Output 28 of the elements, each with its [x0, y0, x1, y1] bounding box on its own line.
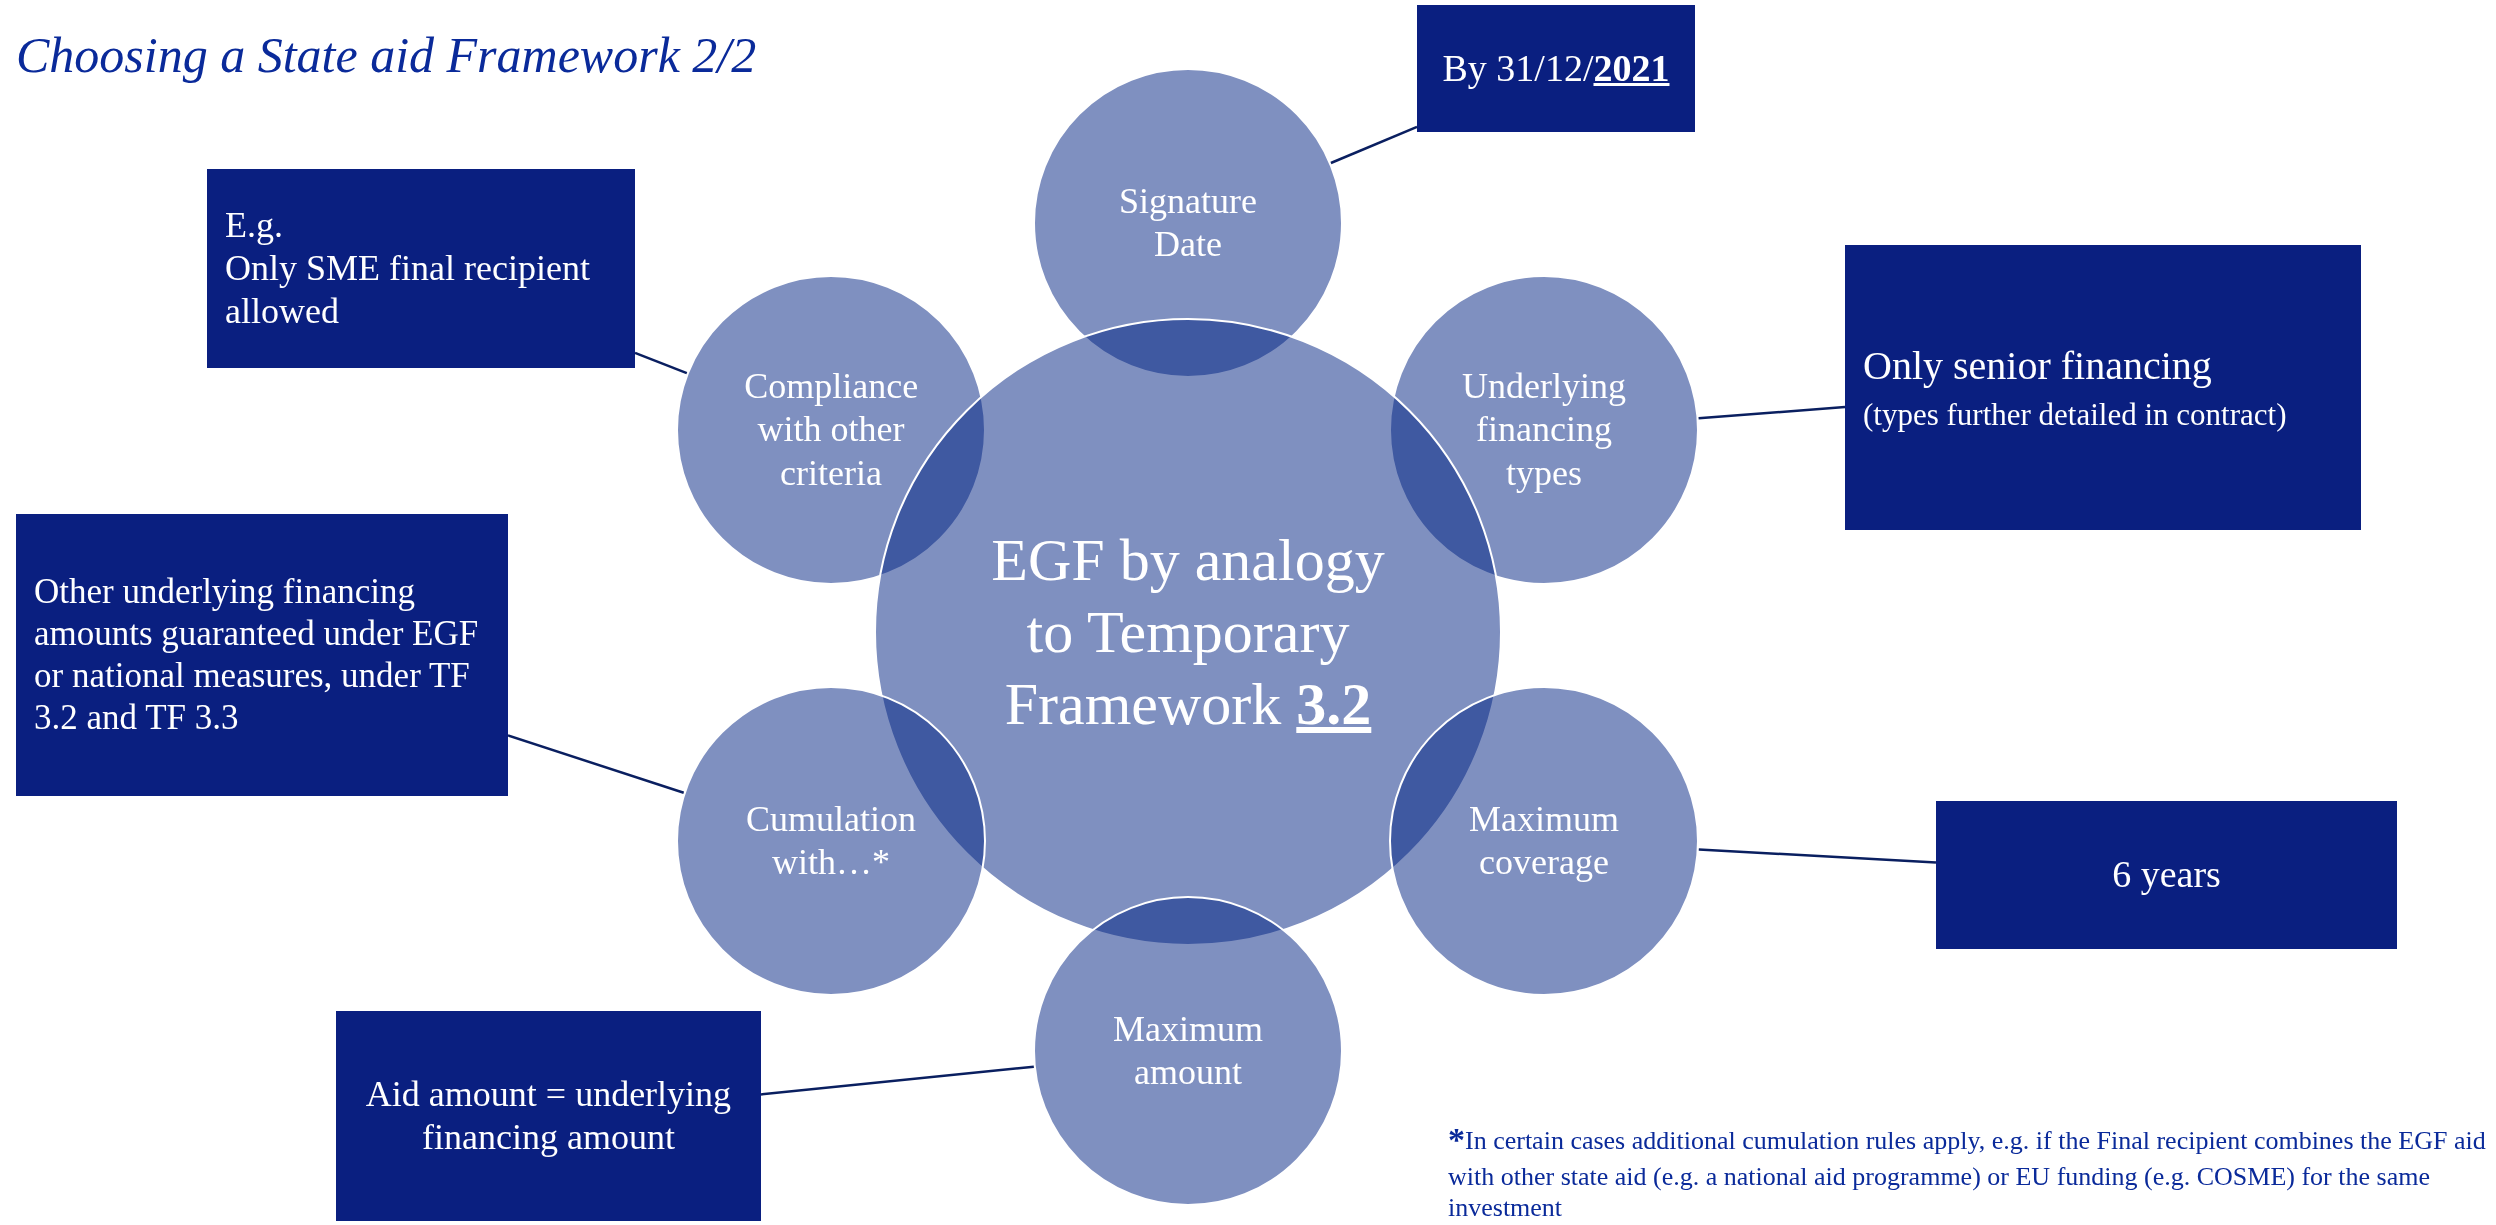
callout-box — [16, 514, 508, 796]
callout-text: 6 years — [2111, 852, 2222, 898]
callout-text: E.g. — [225, 203, 284, 247]
callout-text: Other underlying financing amounts guaranteed under EGF or national measures, under TF 3.2 and TF 3.3 — [34, 571, 480, 739]
circle-label: Compliance with other criteria — [744, 365, 918, 495]
leader-line — [760, 1065, 1034, 1096]
callout-box — [207, 169, 635, 368]
callout-box — [336, 1011, 761, 1221]
callout-box — [1417, 5, 1695, 132]
callout-text: By 31/12/2021 — [1441, 45, 1671, 91]
circle-label: EGF by analogy to Temporary Framework 3.2 — [990, 526, 1386, 739]
leader-line — [1330, 125, 1418, 165]
callout-text: Only SME final recipient allowed — [225, 246, 591, 334]
callout-text: Only senior financing — [1863, 341, 2213, 390]
subtitle: Choosing a State aid Framework 2/2 — [16, 28, 757, 83]
circle-label: Underlying financing types — [1461, 365, 1627, 495]
callout-text: Aid amount = underlying financing amount — [364, 1072, 733, 1159]
leader-line — [1698, 405, 1846, 420]
leader-line — [634, 351, 688, 375]
circle-label: Maximum coverage — [1468, 797, 1620, 884]
circle-label: Maximum amount — [1112, 1007, 1264, 1094]
leader-line — [1698, 848, 1937, 864]
circle-label: Signature Date — [1118, 179, 1258, 266]
callout-box — [1936, 801, 2397, 949]
callout-text: (types further detailed in contract) — [1863, 395, 2288, 434]
leader-line — [507, 734, 685, 794]
circle-label: Cumulation with…* — [745, 797, 917, 884]
callout-box — [1845, 245, 2361, 530]
